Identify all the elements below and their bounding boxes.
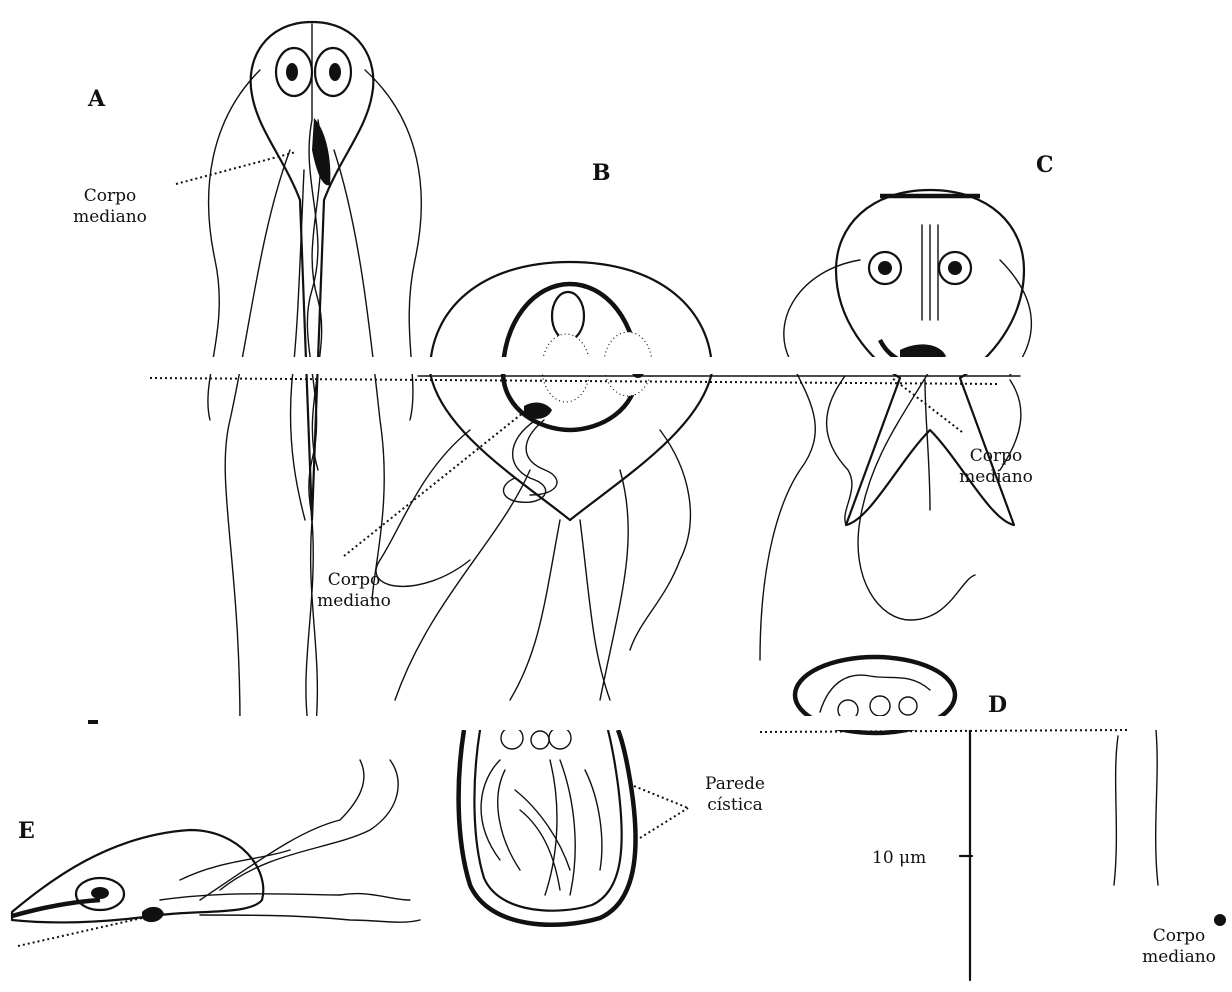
cyst-wall-label: Parede cística xyxy=(690,774,780,817)
trophozoite-c-drawing xyxy=(760,190,1031,660)
leader-line-cyst-wall-2 xyxy=(640,808,688,838)
panel-label-a: A xyxy=(88,86,105,114)
median-body-label-e: Corpo mediano xyxy=(1134,926,1224,969)
median-body-b xyxy=(524,403,552,419)
leader-line-a xyxy=(176,152,296,184)
panel-label-b: B xyxy=(592,160,611,188)
cyst-wall-label-line1: Parede xyxy=(690,774,780,795)
seam-band-upper xyxy=(0,357,1232,374)
cyst-section-outline xyxy=(459,730,636,925)
panel-label-c: C xyxy=(1036,152,1054,180)
median-body-label-a: Corpo mediano xyxy=(68,186,152,229)
median-body-label-a-line2: mediano xyxy=(68,207,152,228)
median-body-label-e-line1: Corpo xyxy=(1134,926,1224,947)
trophozoite-b-drawing xyxy=(376,262,712,700)
median-body-d xyxy=(1214,914,1226,926)
median-body-e xyxy=(142,907,164,922)
median-body-label-c: Corpo mediano xyxy=(952,446,1040,489)
leader-line-cyst-wall-1 xyxy=(634,786,688,808)
median-body-label-a-line1: Corpo xyxy=(68,186,152,207)
median-body-label-c-line2: mediano xyxy=(952,467,1040,488)
trophozoite-e-drawing xyxy=(12,760,420,922)
panel-label-d: D xyxy=(988,692,1007,720)
median-body-label-c-line1: Corpo xyxy=(952,446,1040,467)
panel-label-e: E xyxy=(18,818,35,846)
seam-band-lower xyxy=(0,716,1232,730)
median-body-label-e-line2: mediano xyxy=(1134,947,1224,968)
median-body-label-b-line1: Corpo xyxy=(310,570,398,591)
scale-bar xyxy=(960,730,972,980)
median-body-label-b-line2: mediano xyxy=(310,591,398,612)
median-body-label-b: Corpo mediano xyxy=(310,570,398,613)
cyst-wall-label-line2: cística xyxy=(690,795,780,816)
leader-line-b xyxy=(344,412,524,556)
scale-bar-label: 10 μm xyxy=(872,848,926,869)
cyst-section-drawing xyxy=(459,727,636,925)
